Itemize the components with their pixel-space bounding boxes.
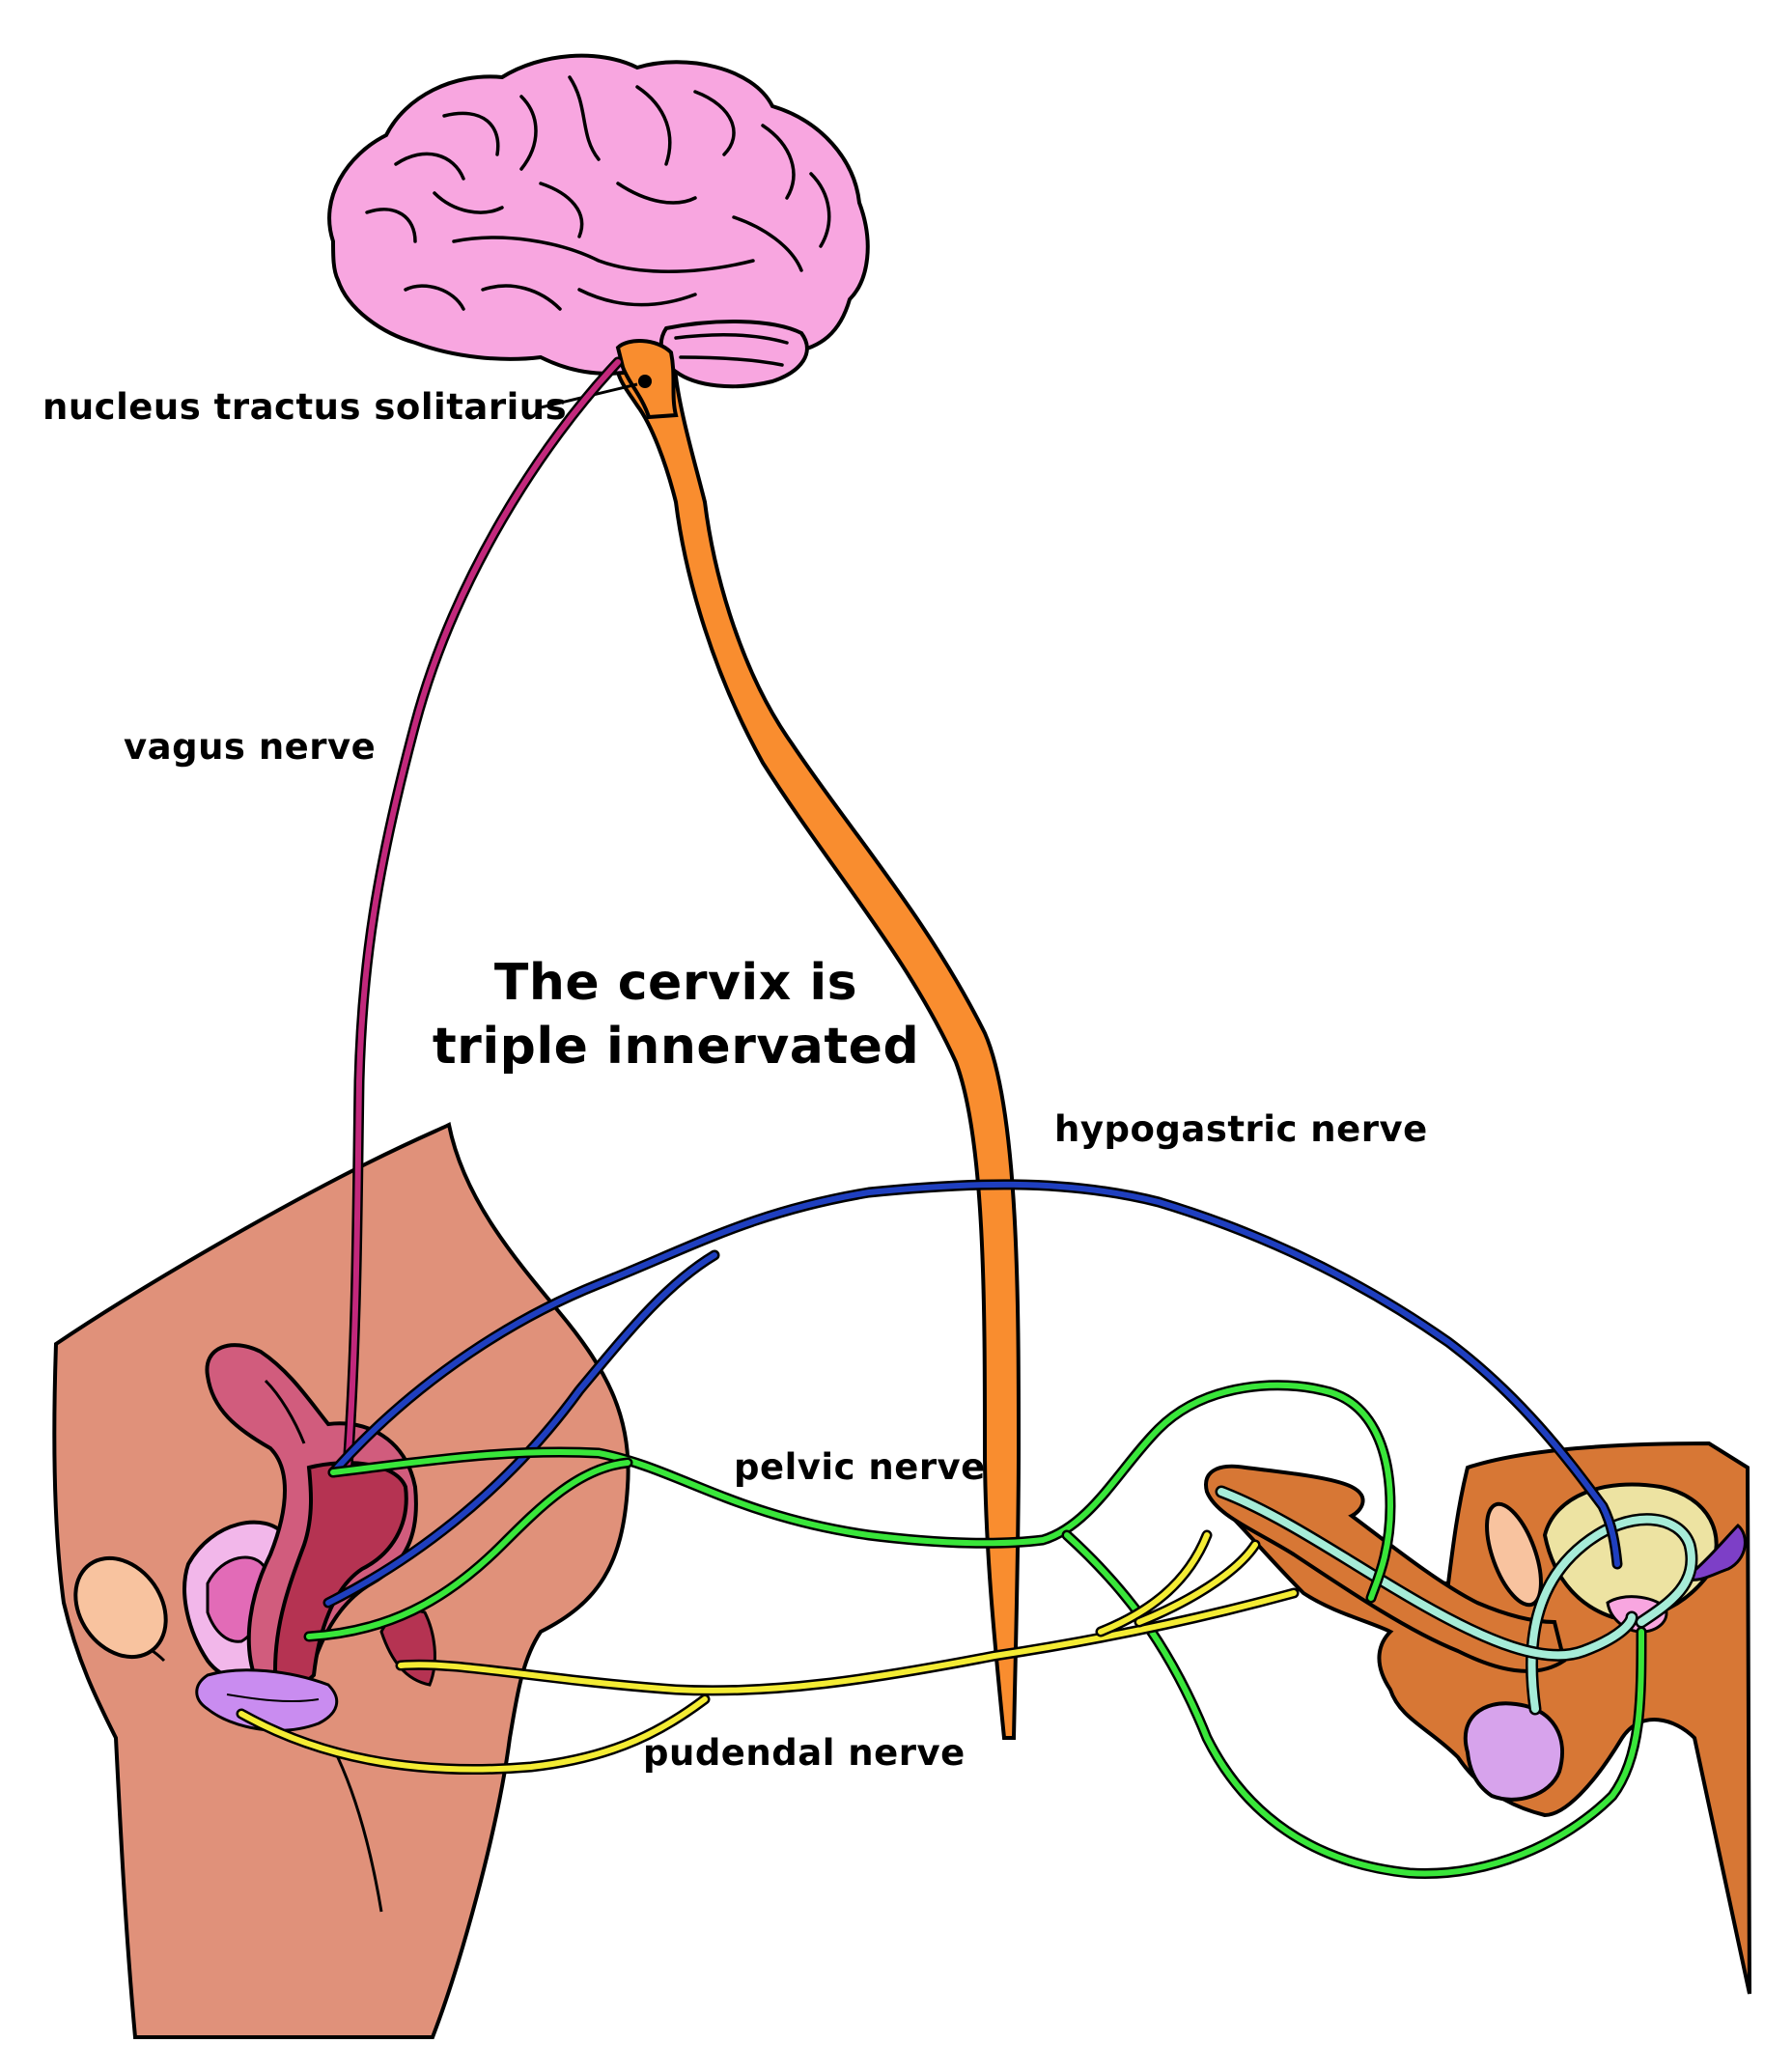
seminal-vesicle — [1681, 1523, 1747, 1581]
vulva-fold — [226, 1693, 320, 1703]
vagus-nerve — [342, 356, 624, 1473]
title-line-1: The cervix is — [493, 954, 858, 1012]
female-thigh-line — [331, 1747, 383, 1913]
label-pudendal-nerve: pudendal nerve — [643, 1732, 966, 1774]
pelvic-nerve — [303, 1380, 1647, 1879]
testis — [1463, 1701, 1564, 1802]
urethra-fill — [1218, 1488, 1636, 1660]
hypogastric-nerve — [322, 1179, 1623, 1609]
cervix — [272, 1461, 408, 1686]
spinal-cord — [615, 351, 1022, 1740]
pudendal-nerve — [236, 1529, 1300, 1776]
title-line-2: triple innervated — [432, 1018, 920, 1076]
label-nucleus-tractus-solitarius: nucleus tractus solitarius — [42, 386, 568, 428]
label-hypogastric-nerve: hypogastric nerve — [1054, 1108, 1428, 1150]
uterine-cavity — [264, 1379, 306, 1444]
label-vagus-nerve: vagus nerve — [124, 726, 377, 768]
brain-folds — [365, 75, 831, 367]
female-pubic-bone — [73, 1555, 168, 1660]
cerebellum — [658, 320, 809, 389]
vas-deferens-fill — [1527, 1515, 1695, 1713]
nts-dot — [638, 375, 652, 388]
male-pubic-bone — [1485, 1501, 1543, 1608]
diagram-title: The cervix is triple innervated — [425, 951, 927, 1078]
label-pelvic-nerve: pelvic nerve — [734, 1446, 986, 1488]
